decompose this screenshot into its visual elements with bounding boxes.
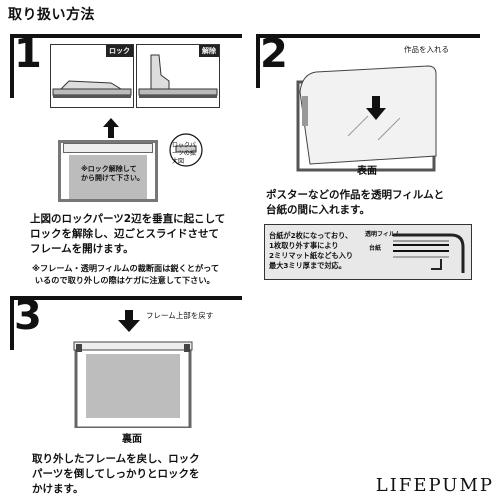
step1-warning-note: ※フレーム・透明フィルムの裁断面は鋭くとがって いるので取り外しの際はケガに注意… — [32, 263, 220, 285]
back-side-label: 裏面 — [122, 434, 142, 445]
step1-lock-panel: ロック — [50, 44, 134, 108]
lock-part-zoom-callout-icon — [169, 133, 203, 167]
page-title: 取り扱い方法 — [8, 7, 95, 23]
insert-artwork-label: 作品を入れる — [404, 45, 449, 54]
step1-callout-text: ロックパーツの拡大図 — [172, 142, 196, 165]
up-arrow-icon — [103, 118, 119, 138]
step1-inner-note: ※ロック解除して から開けて下さい。 — [81, 165, 144, 182]
board-label: 台紙 — [369, 245, 382, 252]
lock-label: ロック — [106, 45, 133, 57]
brand-logo-text: LIFEPUMP — [375, 475, 494, 496]
step2-bracket — [256, 34, 480, 88]
down-arrow-icon-step3 — [118, 310, 140, 332]
layer-cross-section-illustration — [393, 233, 465, 273]
release-label: 解除 — [199, 45, 219, 57]
step1-bracket — [10, 34, 242, 98]
step1-number: 1 — [14, 31, 42, 77]
step1-frame-illustration: ※ロック解除して から開けて下さい。 — [58, 140, 158, 202]
down-arrow-icon — [366, 96, 386, 120]
layer-diagram-text: 台紙が2枚になっており、 1枚取り外す事により 2ミリマット紙なども入り 最大3… — [269, 231, 354, 270]
step1-release-panel: 解除 — [136, 44, 220, 108]
step1-poster-area — [69, 155, 147, 199]
return-frame-top-label: フレーム上部を戻す — [146, 311, 214, 320]
step3-frame-back-illustration — [73, 341, 193, 428]
step3-body-text: 取り外したフレームを戻し、ロック パーツを倒してしっかりとロックを かけます。 — [32, 453, 200, 495]
step1-top-bar — [63, 143, 153, 153]
lock-part-open-illustration — [138, 54, 218, 98]
step3-number: 3 — [14, 293, 42, 339]
step2-layer-diagram: 台紙が2枚になっており、 1枚取り外す事により 2ミリマット紙なども入り 最大3… — [264, 224, 472, 280]
front-side-label: 表面 — [357, 166, 377, 177]
step2-number: 2 — [260, 31, 288, 77]
step2-body-text: ポスターなどの作品を透明フィルムと 台紙の間に入れます。 — [266, 189, 445, 216]
step1-body-text: 上図のロックパーツ2辺を垂直に起こして ロックを解除し、辺ごとスライドさせて フ… — [30, 213, 226, 255]
step2-frame-illustration — [296, 65, 437, 172]
step3-bracket — [10, 296, 242, 350]
lock-part-closed-illustration — [52, 80, 132, 98]
film-label: 透明フィルム — [365, 231, 401, 238]
